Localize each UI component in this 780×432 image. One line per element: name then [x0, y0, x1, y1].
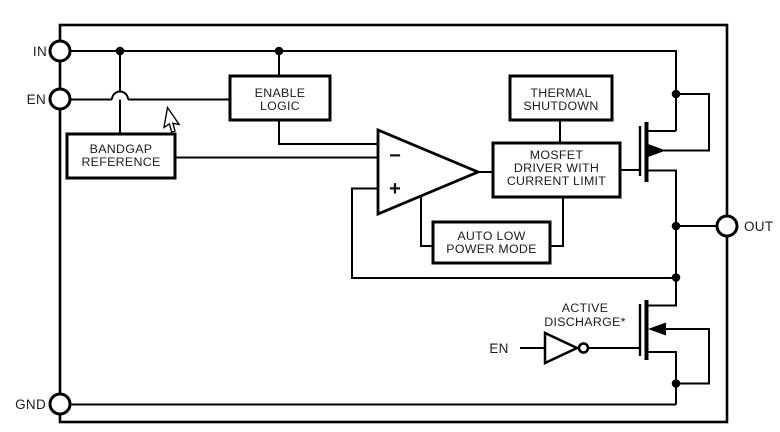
gnd-pin-terminal	[48, 392, 72, 416]
junction-dots	[115, 46, 681, 388]
enable-logic-to-error-amp-wire	[278, 120, 378, 145]
output-feedback-to-noninverting-input-wire	[351, 187, 676, 279]
junction-dot	[671, 379, 681, 388]
discharge-fet-body-arrow-icon	[648, 322, 666, 336]
auto-low-power-mode-block	[431, 220, 552, 265]
pass-fet-drain-wire	[648, 169, 677, 226]
discharge-fet-drain-wire	[648, 351, 677, 405]
mouse-pointer-icon	[163, 105, 181, 133]
out-pin-label: OUT	[744, 219, 773, 234]
mosfet-driver-block	[491, 141, 622, 199]
in-rail-wire	[70, 50, 677, 131]
out-pin-terminal	[715, 214, 739, 238]
junction-dot	[671, 89, 681, 99]
inverter-symbol	[543, 331, 590, 365]
pass-fet-body-wire	[664, 93, 710, 152]
active-discharge-label-line2: DISCHARGE*	[544, 315, 626, 329]
auto-low-power-to-driver-wire	[550, 197, 564, 247]
enable-logic-label-line1: ENABLE	[255, 86, 306, 100]
pass-fet-symbol	[638, 122, 666, 182]
in-to-bandgap-wire-with-crossover-hop	[111, 51, 129, 134]
thermal-shutdown-label-line2: SHUTDOWN	[523, 99, 598, 113]
auto-low-power-label-line1: AUTO LOW	[457, 229, 525, 243]
mosfet-driver-label-line2: DRIVER WITH	[514, 161, 599, 175]
gnd-pin-label: GND	[15, 397, 46, 412]
en-pin-label: EN	[27, 92, 46, 107]
bandgap-reference-label-line1: BANDGAP	[90, 142, 153, 156]
mosfet-driver-label-line3: CURRENT LIMIT	[507, 174, 606, 188]
junction-dot	[115, 46, 125, 56]
discharge-inverter-en-label: EN	[489, 341, 508, 356]
in-pin-terminal	[48, 39, 72, 63]
thermal-shutdown-block	[508, 74, 614, 122]
pass-fet-body-arrow-icon	[648, 144, 666, 157]
junction-dot	[671, 273, 681, 282]
in-pin-label: IN	[33, 44, 47, 59]
mosfet-driver-label-line1: MOSFET	[530, 148, 584, 162]
en-pin-terminal	[48, 87, 72, 111]
inverter-triangle	[543, 331, 580, 365]
device-boundary-box	[58, 23, 729, 424]
inverter-bubble-icon	[577, 342, 590, 354]
bandgap-reference-block	[65, 132, 177, 180]
junction-dot	[671, 221, 681, 231]
enable-logic-block	[228, 74, 332, 122]
enable-logic-label-line2: LOGIC	[260, 99, 300, 113]
active-discharge-label-line1: ACTIVE	[562, 301, 609, 315]
error-amp-inverting-input-sign: −	[389, 145, 401, 167]
junction-dot	[274, 46, 284, 56]
bandgap-reference-label-line2: REFERENCE	[81, 155, 160, 169]
error-amp-to-auto-low-power-wire	[420, 196, 433, 247]
thermal-shutdown-label-line1: THERMAL	[530, 86, 591, 100]
out-sense-to-discharge-fet-wire	[648, 226, 677, 307]
discharge-fet-body-wire	[662, 328, 710, 385]
auto-low-power-label-line2: POWER MODE	[446, 242, 536, 256]
discharge-fet-symbol	[638, 300, 666, 360]
error-amp-noninverting-input-sign: +	[389, 178, 401, 200]
error-amplifier-symbol	[376, 127, 482, 217]
